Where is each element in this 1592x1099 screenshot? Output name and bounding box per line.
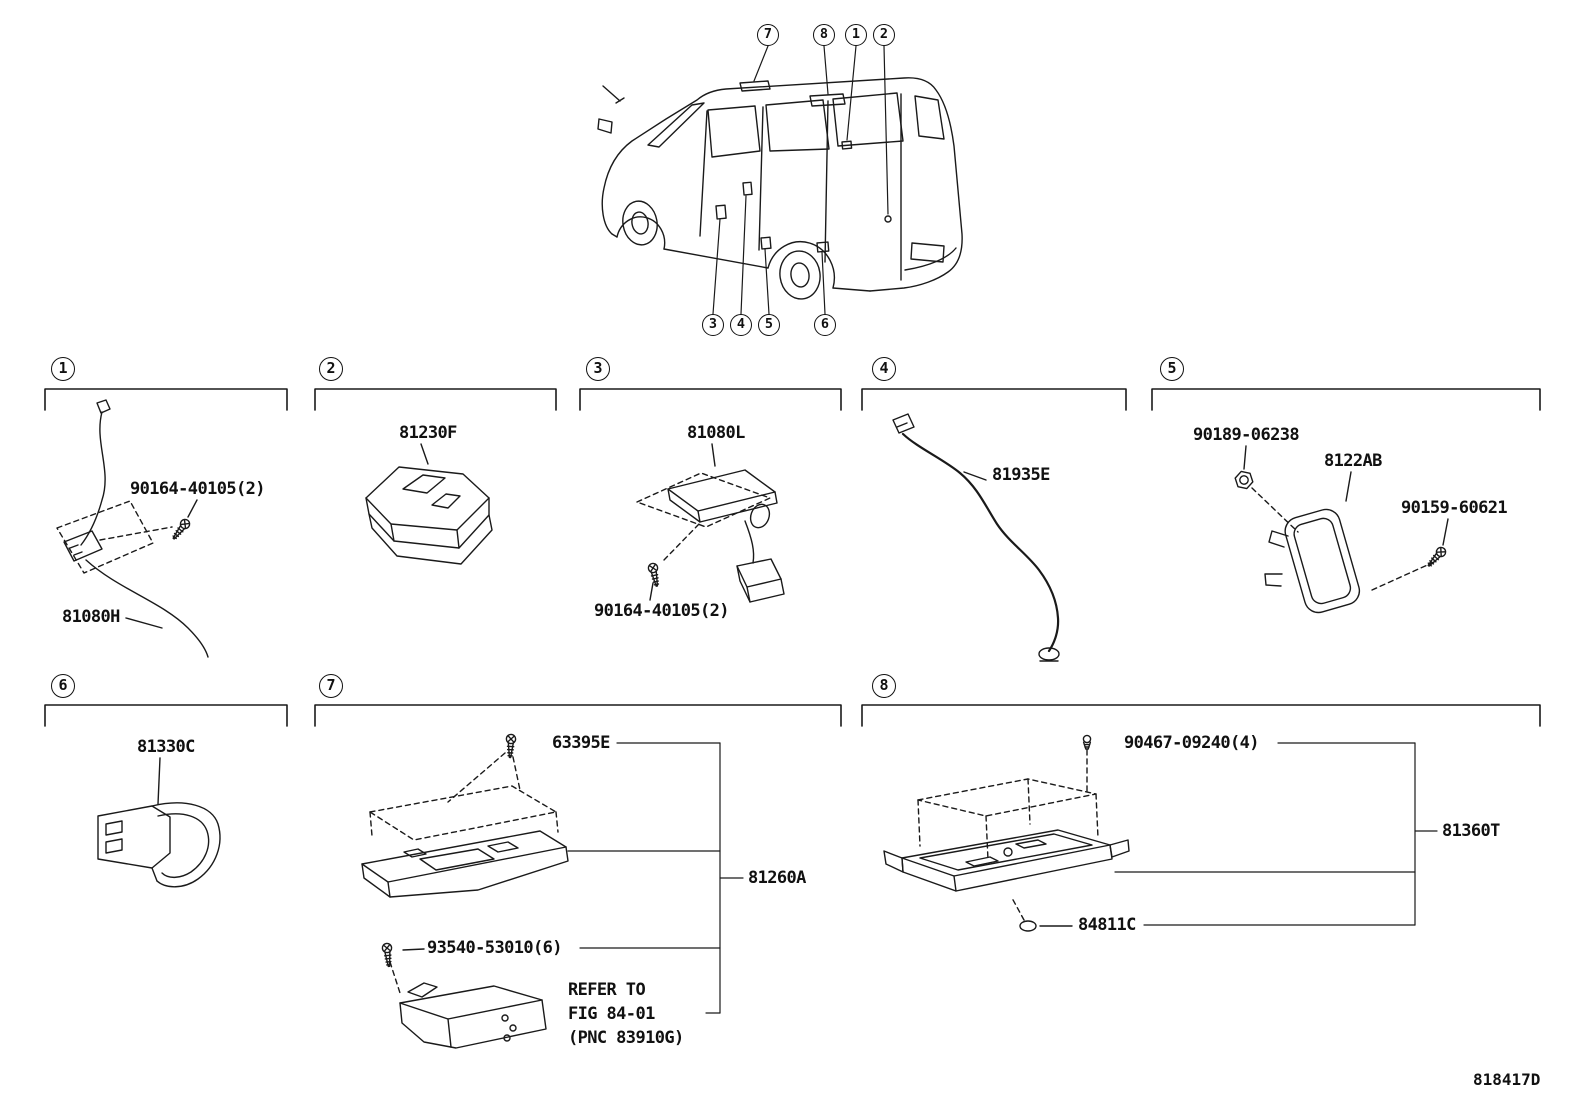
section-6-badge[interactable]: 6 bbox=[51, 674, 75, 698]
vehicle-drawing bbox=[597, 77, 963, 300]
section7-group-lines bbox=[567, 742, 744, 1014]
part-81080H-drawing bbox=[56, 399, 209, 658]
screw-icon-s5 bbox=[1424, 544, 1449, 570]
section-brackets bbox=[44, 388, 1541, 727]
part-8122AB-drawing bbox=[1234, 445, 1449, 614]
clip-icon-90467 bbox=[1082, 734, 1092, 750]
part-label-84811C[interactable]: 84811C bbox=[1078, 915, 1136, 935]
refer-note-line-1: REFER TO bbox=[568, 980, 646, 1000]
refer-note: REFER TO FIG 84-01 (PNC 83910G) bbox=[568, 978, 684, 1050]
vehicle-callout-4[interactable]: 4 bbox=[730, 314, 752, 336]
part-label-81080L[interactable]: 81080L bbox=[687, 423, 745, 443]
screw-icon-s1 bbox=[169, 516, 193, 543]
figure-number: 818417D bbox=[1473, 1070, 1541, 1089]
part-81935E-drawing bbox=[892, 413, 1060, 662]
part-label-90467-09240[interactable]: 90467-09240(4) bbox=[1124, 733, 1259, 753]
section-2-badge[interactable]: 2 bbox=[319, 357, 343, 381]
refer-note-line-3: (PNC 83910G) bbox=[568, 1028, 684, 1048]
screw-icon-93540 bbox=[381, 942, 395, 968]
part-81260A-drawing bbox=[361, 752, 569, 1049]
part-label-90159-60621[interactable]: 90159-60621 bbox=[1401, 498, 1508, 518]
vehicle-callout-5[interactable]: 5 bbox=[758, 314, 780, 336]
vehicle-callout-2[interactable]: 2 bbox=[873, 24, 895, 46]
part-81230F-drawing bbox=[365, 443, 493, 565]
refer-note-line-2: FIG 84-01 bbox=[568, 1004, 655, 1024]
vehicle-callout-lines bbox=[712, 45, 889, 315]
part-label-81230F[interactable]: 81230F bbox=[399, 423, 457, 443]
part-label-81330C[interactable]: 81330C bbox=[137, 737, 195, 757]
section-7-badge[interactable]: 7 bbox=[319, 674, 343, 698]
part-81080L-drawing bbox=[636, 443, 785, 603]
screw-icon-63395E bbox=[504, 733, 517, 759]
vehicle-callout-8[interactable]: 8 bbox=[813, 24, 835, 46]
part-label-81360T[interactable]: 81360T bbox=[1442, 821, 1500, 841]
section8-group-lines bbox=[1114, 742, 1438, 926]
section-3-badge[interactable]: 3 bbox=[586, 357, 610, 381]
section-4-badge[interactable]: 4 bbox=[872, 357, 896, 381]
part-label-63395E[interactable]: 63395E bbox=[552, 733, 610, 753]
vehicle-callout-7[interactable]: 7 bbox=[757, 24, 779, 46]
part-label-90164-40105-s1[interactable]: 90164-40105(2) bbox=[130, 479, 265, 499]
part-81360T-drawing bbox=[883, 749, 1130, 932]
section-5-badge[interactable]: 5 bbox=[1160, 357, 1184, 381]
screw-icon-s3 bbox=[646, 561, 663, 588]
part-label-93540-53010[interactable]: 93540-53010(6) bbox=[427, 938, 562, 958]
section-1-badge[interactable]: 1 bbox=[51, 357, 75, 381]
part-81330C-drawing bbox=[97, 757, 221, 888]
vehicle-callout-3[interactable]: 3 bbox=[702, 314, 724, 336]
part-label-81080H[interactable]: 81080H bbox=[62, 607, 120, 627]
part-label-8122AB[interactable]: 8122AB bbox=[1324, 451, 1382, 471]
vehicle-callout-1[interactable]: 1 bbox=[845, 24, 867, 46]
part-label-90189-06238[interactable]: 90189-06238 bbox=[1193, 425, 1300, 445]
part-label-81935E[interactable]: 81935E bbox=[992, 465, 1050, 485]
nut-icon-s5 bbox=[1234, 470, 1254, 490]
vehicle-callout-6[interactable]: 6 bbox=[814, 314, 836, 336]
part-label-90164-40105-s3[interactable]: 90164-40105(2) bbox=[594, 601, 729, 621]
part-label-81260A[interactable]: 81260A bbox=[748, 868, 806, 888]
section-8-badge[interactable]: 8 bbox=[872, 674, 896, 698]
